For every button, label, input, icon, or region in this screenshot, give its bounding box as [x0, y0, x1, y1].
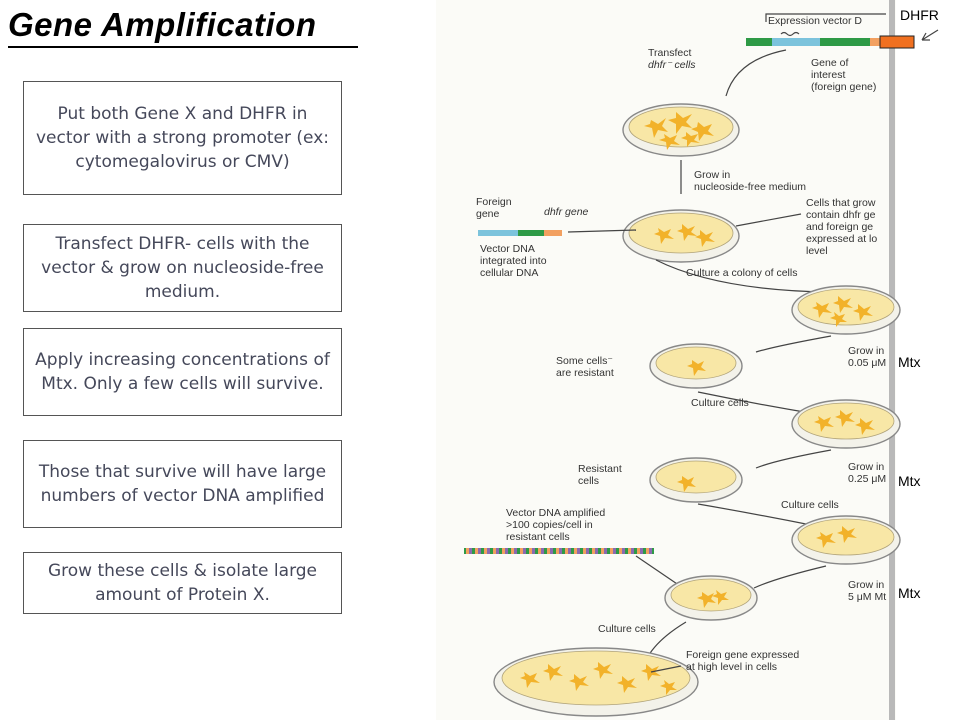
gene-of-interest-label-2: interest	[811, 69, 846, 81]
resistant-label-2: cells	[578, 475, 599, 487]
vector-dna-label-1: Vector DNA	[480, 243, 535, 255]
cells-grow-label-4: expressed at lo	[806, 233, 877, 245]
grow-2-label-2: 0.25 μM	[848, 473, 886, 485]
arrow-vector-dna	[567, 229, 637, 233]
cells-grow-label-1: Cells that grow	[806, 197, 876, 209]
dish-6	[649, 457, 743, 503]
expressed-label-1: Foreign gene expressed	[686, 649, 799, 661]
integrated-gene-segment	[478, 230, 518, 236]
step-text-2: Transfect DHFR- cells with the vector & …	[41, 234, 324, 302]
page-title: Gene Amplification	[8, 6, 317, 43]
dhfr-segment	[879, 35, 915, 49]
vector-bracket	[765, 13, 886, 22]
vector-green-left	[746, 38, 772, 46]
amplified-cell-2	[712, 590, 729, 605]
cells-grow-label-3: and foreign ge	[806, 221, 873, 233]
transfect-label-1: Transfect	[648, 47, 691, 59]
integrated-dhfr-segment	[544, 230, 562, 236]
transfect-label-2: dhfr⁻ cells	[648, 59, 696, 71]
step-box-1: Put both Gene X and DHFR in vector with …	[23, 81, 342, 195]
gene-of-interest-segment	[772, 38, 820, 46]
arrow-transfect	[725, 49, 787, 97]
dish-1	[622, 103, 740, 157]
some-cells-label-1: Some cells⁻	[556, 355, 613, 367]
grow-1-label-1: Grow in	[848, 345, 884, 357]
culture-cells-1-label: Culture cells	[691, 397, 749, 409]
mrna-squiggle	[780, 31, 800, 37]
step-box-5: Grow these cells & isolate large amount …	[23, 552, 342, 614]
mtx-label-2: Mtx	[898, 473, 921, 489]
culture-cells-3-label: Culture cells	[598, 623, 656, 635]
cell-cluster-1	[644, 112, 714, 150]
arrow-grow-mtx-1	[755, 335, 832, 353]
amplified-cell-1	[697, 592, 716, 608]
dhfr-label: DHFR	[900, 7, 939, 23]
amplification-figure: Expression vector D Transfect dhfr⁻ cell…	[436, 0, 960, 720]
cells-grow-label-5: level	[806, 245, 828, 257]
cell-cluster-3	[812, 296, 873, 327]
step-box-2: Transfect DHFR- cells with the vector & …	[23, 224, 342, 312]
arrow-culture-2	[697, 503, 817, 527]
foreign-gene-label-1: Foreign	[476, 196, 512, 208]
grow-in-label-1: Grow in	[694, 169, 730, 181]
cells-grow-label-2: contain dhfr ge	[806, 209, 876, 221]
dish-7	[791, 515, 901, 565]
mtx-label-3: Mtx	[898, 585, 921, 601]
mtx-label-1: Mtx	[898, 354, 921, 370]
scan-edge-shadow	[889, 0, 895, 720]
dhfr-gene-label: dhfr gene	[544, 206, 589, 218]
step-text-3: Apply increasing concentrations of Mtx. …	[35, 350, 330, 394]
some-cells-label-2: are resistant	[556, 367, 614, 379]
arrow-grow-mtx-3	[753, 565, 827, 589]
vector-dna-label-2: integrated into	[480, 255, 547, 267]
resistant-cell-2	[677, 476, 696, 492]
arrow-grow-mtx-2	[755, 449, 832, 469]
expressed-label-2: at high level in cells	[686, 661, 777, 673]
culture-cells-2-label: Culture cells	[781, 499, 839, 511]
amplified-dna-bar	[464, 548, 654, 554]
arrow-culture-colony	[655, 259, 827, 293]
title-underline	[8, 46, 358, 48]
grow-3-label-2: 5 μM Mt	[848, 591, 886, 603]
arrow-expressed	[650, 665, 682, 673]
step-box-3: Apply increasing concentrations of Mtx. …	[23, 328, 342, 416]
step-text-5: Grow these cells & isolate large amount …	[47, 561, 318, 605]
cell-cluster-5	[814, 410, 875, 435]
dish-5	[791, 399, 901, 449]
dish-9	[493, 647, 699, 717]
grow-2-label-1: Grow in	[848, 461, 884, 473]
cell-cluster-7	[816, 526, 857, 548]
figure-margin	[896, 0, 960, 720]
amplified-label-3: resistant cells	[506, 531, 570, 543]
step-text-1: Put both Gene X and DHFR in vector with …	[36, 104, 329, 172]
gene-of-interest-label-1: Gene of	[811, 57, 848, 69]
culture-colony-label: Culture a colony of cells	[686, 267, 797, 279]
amplified-label-2: >100 copies/cell in	[506, 519, 593, 531]
arrow-cells-grow	[735, 213, 802, 227]
dish-2	[622, 209, 740, 263]
cell-cluster-2	[654, 224, 715, 247]
resistant-label-1: Resistant	[578, 463, 622, 475]
grow-in-label-2: nucleoside-free medium	[694, 181, 806, 193]
expression-vector-label: Expression vector D	[768, 15, 862, 27]
grow-1-label-2: 0.05 μM	[848, 357, 886, 369]
cell-cluster-9	[520, 662, 677, 695]
integrated-vector-segment	[518, 230, 544, 236]
step-box-4: Those that survive will have large numbe…	[23, 440, 342, 528]
dish-8	[664, 575, 758, 621]
grow-3-label-1: Grow in	[848, 579, 884, 591]
amplified-label-1: Vector DNA amplified	[506, 507, 605, 519]
dish-4	[649, 343, 743, 389]
expression-vector: Expression vector D	[746, 13, 915, 49]
foreign-gene-label-2: gene	[476, 208, 500, 220]
dish-3	[791, 285, 901, 335]
vector-green-right	[820, 38, 870, 46]
step-text-4: Those that survive will have large numbe…	[38, 462, 327, 506]
gene-of-interest-label-3: (foreign gene)	[811, 81, 876, 93]
resistant-cell-1	[687, 360, 706, 376]
dhfr-pointer-arrow	[921, 29, 939, 41]
vector-orange-small	[870, 38, 880, 46]
vector-dna-label-3: cellular DNA	[480, 267, 538, 279]
